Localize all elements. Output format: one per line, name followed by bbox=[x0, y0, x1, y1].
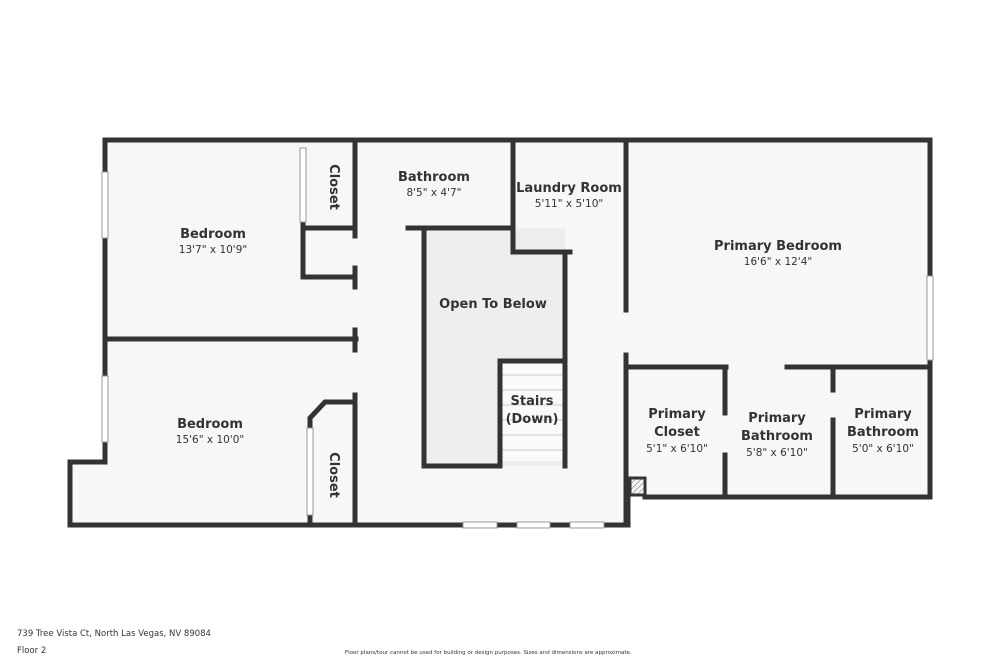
room-bedroom-2: Bedroom 15'6" x 10'0" bbox=[176, 417, 244, 446]
room-primary-bathroom-1: Primary Bathroom 5'8" x 6'10" bbox=[741, 411, 813, 459]
stairs-direction: (Down) bbox=[506, 412, 559, 427]
room-dimensions: 15'6" x 10'0" bbox=[176, 434, 244, 446]
room-name: Bathroom bbox=[398, 170, 470, 185]
room-dimensions: 5'0" x 6'10" bbox=[852, 443, 914, 455]
stairs-area bbox=[499, 361, 565, 461]
room-name-line1: Primary bbox=[648, 407, 706, 422]
room-closet-2: Closet bbox=[326, 452, 341, 498]
room-open-to-below: Open To Below bbox=[439, 297, 547, 312]
room-dimensions: 13'7" x 10'9" bbox=[179, 244, 247, 256]
room-dimensions: 5'11" x 5'10" bbox=[535, 198, 603, 210]
room-name: Bedroom bbox=[177, 417, 243, 432]
utility-chase bbox=[628, 476, 647, 497]
stair-treads bbox=[502, 374, 563, 451]
room-primary-bathroom-2: Primary Bathroom 5'0" x 6'10" bbox=[847, 407, 919, 455]
room-name-line1: Primary bbox=[748, 411, 806, 426]
room-dimensions: 5'8" x 6'10" bbox=[746, 447, 808, 459]
room-bedroom-1: Bedroom 13'7" x 10'9" bbox=[179, 227, 247, 256]
windows bbox=[101, 147, 934, 529]
room-name-line1: Primary bbox=[854, 407, 912, 422]
room-primary-bedroom: Primary Bedroom 16'6" x 12'4" bbox=[714, 239, 842, 268]
room-name: Bedroom bbox=[180, 227, 246, 242]
room-name: Primary Bedroom bbox=[714, 239, 842, 254]
stairs-down: Stairs (Down) bbox=[506, 394, 559, 427]
stairs-label: Stairs bbox=[511, 394, 554, 409]
room-name: Laundry Room bbox=[516, 181, 622, 196]
disclaimer: Floor plans/tour cannot be used for buil… bbox=[345, 650, 632, 656]
room-dimensions: 5'1" x 6'10" bbox=[646, 443, 708, 455]
room-closet-1: Closet bbox=[326, 164, 341, 210]
room-laundry: Laundry Room 5'11" x 5'10" bbox=[516, 181, 622, 210]
floor-label: Floor 2 bbox=[17, 646, 47, 656]
room-name-line2: Bathroom bbox=[847, 425, 919, 440]
room-bathroom: Bathroom 8'5" x 4'7" bbox=[398, 170, 470, 199]
room-name-line2: Closet bbox=[654, 425, 700, 440]
room-dimensions: 16'6" x 12'4" bbox=[744, 256, 812, 268]
property-address: 739 Tree Vista Ct, North Las Vegas, NV 8… bbox=[17, 629, 211, 639]
room-primary-closet: Primary Closet 5'1" x 6'10" bbox=[646, 407, 708, 455]
room-name-line2: Bathroom bbox=[741, 429, 813, 444]
room-dimensions: 8'5" x 4'7" bbox=[406, 187, 461, 199]
